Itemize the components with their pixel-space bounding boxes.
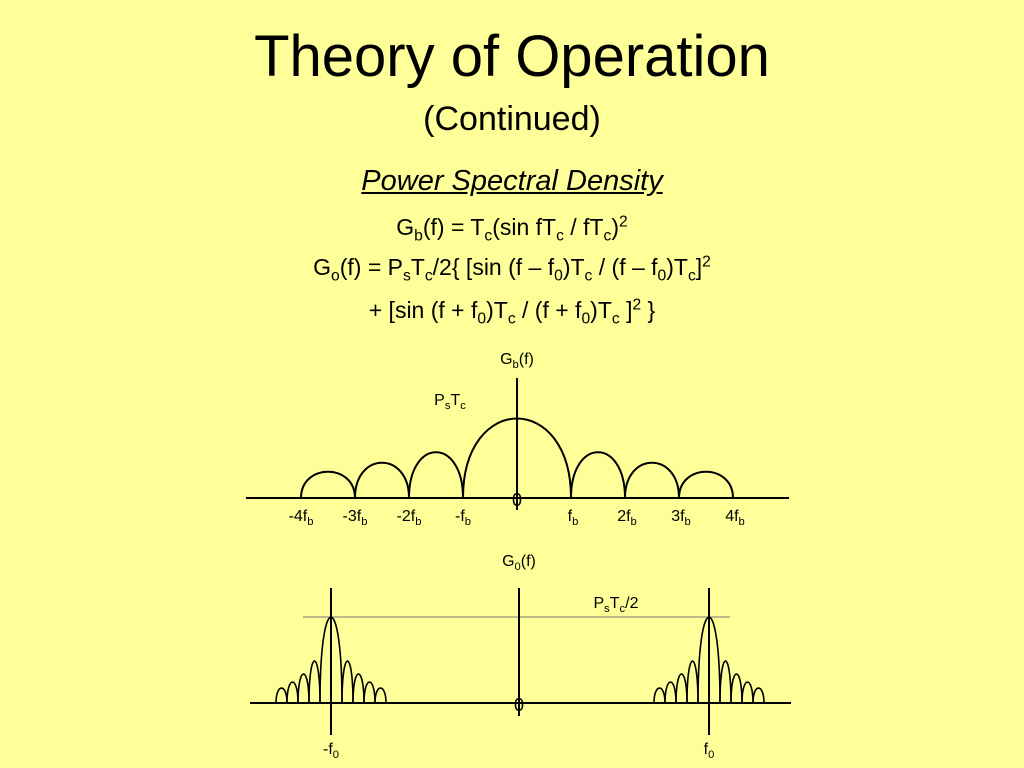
top-sidelobe	[354, 461, 410, 499]
bottom-lobe	[352, 673, 365, 704]
baseband-psd-diagram	[246, 378, 789, 510]
top-origin-label: 0	[512, 490, 522, 510]
slide-subtitle: (Continued)	[423, 100, 601, 138]
top-tick-label: fb​	[568, 508, 579, 528]
equation-gb: Gb(f) = Tc(sin fTc / fTc)2	[396, 213, 628, 245]
bottom-lobe	[686, 660, 699, 704]
bottom-lobe	[319, 616, 343, 704]
bottom-tick-label: f0​	[704, 741, 715, 761]
bottom-lobe	[697, 616, 721, 704]
bottom-lobe	[675, 673, 688, 704]
top-tick-label: 2fb​	[617, 508, 637, 528]
top-sidelobe	[678, 470, 734, 499]
top-sidelobe	[408, 451, 464, 499]
bottom-lobe	[719, 660, 732, 704]
bottom-tick-label: -f0​	[323, 741, 339, 761]
section-heading: Power Spectral Density	[0, 163, 1024, 199]
bottom-lobe	[297, 673, 310, 704]
top-tick-label: -2fb​	[397, 508, 422, 528]
bottom-right-lobes	[653, 616, 765, 704]
bottom-lobe	[730, 673, 743, 704]
top-tick-label: -fb​	[455, 508, 471, 528]
slide-title: Theory of Operation	[254, 24, 770, 89]
bottom-peak-label: Ps​Tc​/2	[594, 595, 639, 615]
top-tick-label: 3fb​	[671, 508, 691, 528]
top-sidelobe	[570, 451, 626, 499]
top-sidelobe	[624, 461, 680, 499]
top-tick-label: -4fb​	[289, 508, 314, 528]
bottom-lobe	[741, 681, 754, 704]
top-sidelobe	[300, 470, 356, 499]
top-tick-label: -3fb​	[343, 508, 368, 528]
equation-go-line2: + [sin (f + f0)Tc / (f + f0)Tc ]2 }	[368, 296, 656, 328]
bottom-left-lobes	[275, 616, 387, 704]
bottom-lobe	[374, 687, 387, 704]
bottom-lobe	[286, 681, 299, 704]
bottom-lobe	[653, 687, 666, 704]
bottom-origin-label: 0	[514, 695, 524, 715]
bottom-lobe	[308, 660, 321, 704]
bottom-lobe	[341, 660, 354, 704]
top-peak-label: Ps​Tc​	[434, 392, 466, 412]
top-main-lobe	[462, 417, 572, 499]
modulated-psd-diagram	[250, 588, 791, 735]
top-tick-label: 4fb​	[725, 508, 745, 528]
bottom-lobe	[275, 687, 288, 704]
section-heading-text: Power Spectral Density	[361, 165, 663, 197]
equation-go-line1: Go(f) = PsTc/2{ [sin (f – f0)Tc / (f – f…	[313, 253, 711, 285]
bottom-lobe	[664, 681, 677, 704]
bottom-lobe	[363, 681, 376, 704]
bottom-axis-label: G0​(f)	[502, 553, 536, 573]
bottom-lobe	[752, 687, 765, 704]
top-axis-label: Gb​(f)	[500, 351, 534, 371]
